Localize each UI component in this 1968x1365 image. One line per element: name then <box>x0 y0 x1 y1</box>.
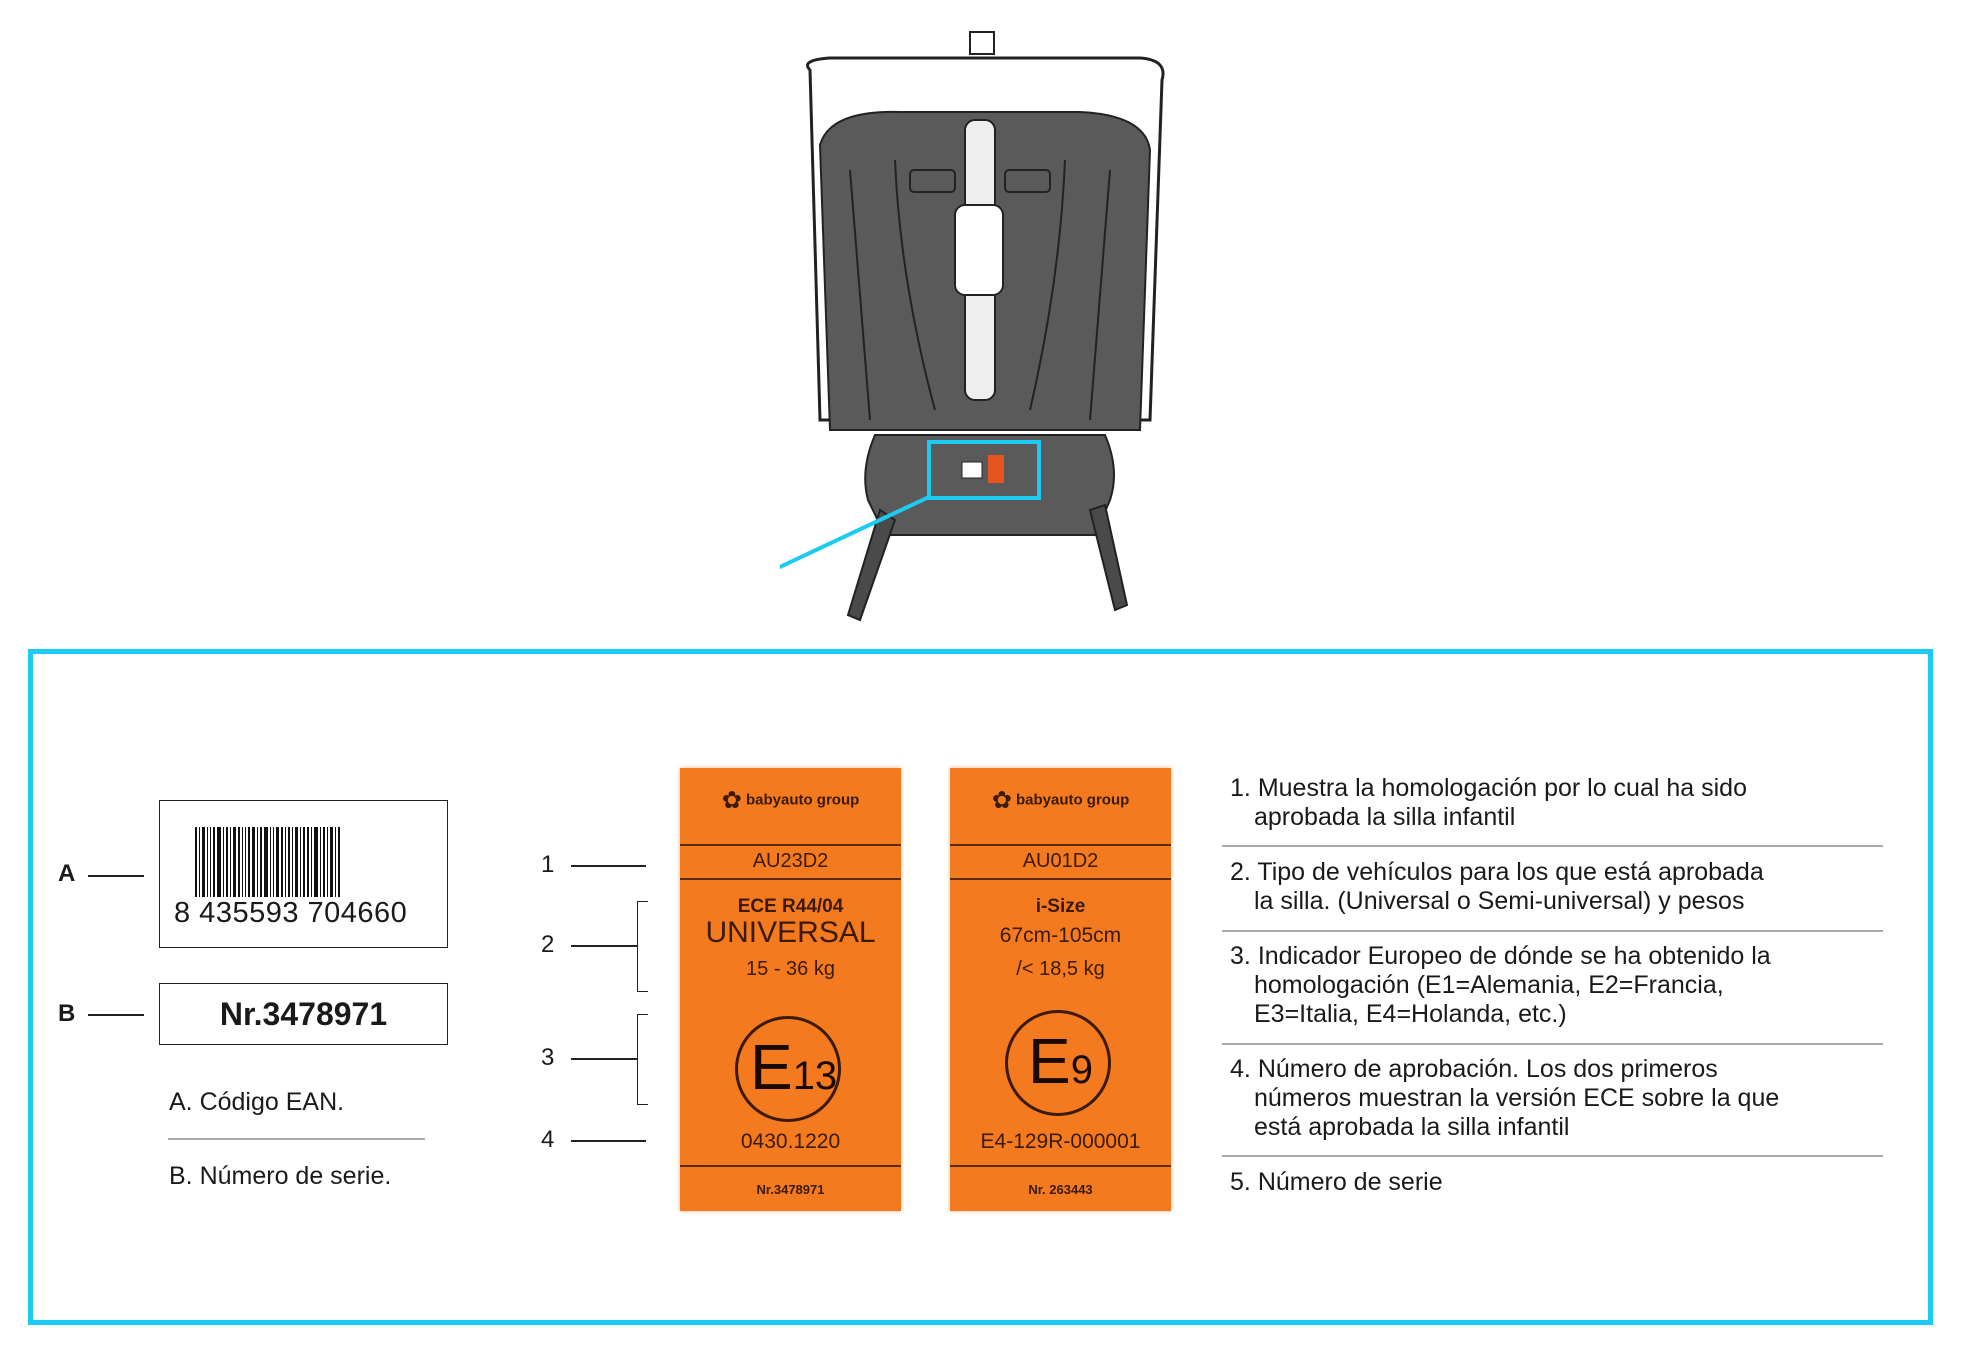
label-serial: Nr. 263443 <box>1028 1182 1093 1197</box>
regulation: i-Size <box>1035 896 1086 917</box>
barcode-bar <box>323 827 325 903</box>
barcode-bar <box>252 827 255 903</box>
explanation-1: 1. Muestra la homologación por lo cual h… <box>1230 774 1747 831</box>
divider <box>1222 930 1883 932</box>
barcode-bar <box>213 827 215 903</box>
barcode-bar <box>276 827 279 903</box>
explanation-5: 5. Número de serie <box>1230 1168 1443 1196</box>
barcode-bar <box>314 827 318 903</box>
barcode-bar <box>257 827 258 903</box>
barcode-bar <box>320 827 321 903</box>
e-mark-circle: E13 <box>735 1016 841 1122</box>
regulation: ECE R44/04 <box>737 896 844 917</box>
leader-line <box>88 1014 144 1016</box>
barcode-bar <box>338 827 340 919</box>
divider <box>168 1138 425 1140</box>
divider <box>1222 1043 1883 1045</box>
callout-2: 2 <box>541 931 555 958</box>
weight-range: /< 18,5 kg <box>1016 958 1105 980</box>
legend-b: B. Número de serie. <box>169 1162 392 1190</box>
bracket <box>637 1014 648 1105</box>
flower-logo-icon: ✿ <box>991 787 1012 814</box>
model-code: AU23D2 <box>752 850 829 872</box>
marker-b: B <box>58 1000 76 1027</box>
barcode-bar <box>248 827 250 903</box>
marker-a: A <box>58 860 76 887</box>
barcode-bar <box>217 827 221 903</box>
barcode-bar <box>242 827 243 903</box>
barcode-bar <box>327 827 328 903</box>
barcode-bar <box>300 827 301 903</box>
country-code: 13 <box>792 1054 838 1098</box>
barcode-bar <box>303 827 305 903</box>
barcode-bars <box>195 827 425 919</box>
leader-line <box>571 945 637 947</box>
barcode-bar <box>260 827 262 903</box>
car-seat-illustration <box>780 31 1165 622</box>
callout-4: 4 <box>541 1126 555 1153</box>
barcode-bar <box>202 827 205 903</box>
legend-a: A. Código EAN. <box>169 1088 345 1116</box>
barcode-bar <box>210 827 211 903</box>
barcode-bar <box>238 827 240 903</box>
leader-line <box>571 865 646 867</box>
homologation-label-isize: ✿ babyauto group AU01D2 i-Size 67cm-105c… <box>950 768 1171 1211</box>
barcode-bar <box>233 827 236 903</box>
barcode-bar <box>311 827 312 903</box>
callout-1: 1 <box>541 851 555 878</box>
barcode-bar <box>281 827 283 903</box>
barcode-bar <box>264 827 268 919</box>
brand-logo: ✿ babyauto group <box>721 787 860 814</box>
barcode-bar <box>307 827 309 903</box>
barcode-bar <box>195 827 197 919</box>
barcode-bar <box>230 827 231 903</box>
approval-number: 0430.1220 <box>740 1130 841 1153</box>
barcode-bar <box>273 827 274 903</box>
model-code: AU01D2 <box>1022 850 1099 872</box>
barcode-box: 8 435593 704660 <box>159 800 448 948</box>
category: 67cm-105cm <box>999 924 1122 947</box>
barcode-bar <box>270 827 271 919</box>
ean-number: 8 435593 704660 <box>172 897 410 930</box>
barcode-bar <box>292 827 293 903</box>
explanation-2: 2. Tipo de vehículos para los que está a… <box>1230 858 1764 915</box>
divider <box>1222 845 1883 847</box>
detail-panel <box>28 649 1933 1325</box>
leader-line <box>571 1140 646 1142</box>
leader-line <box>571 1058 637 1060</box>
barcode-bar <box>288 827 290 903</box>
explanation-3: 3. Indicador Europeo de dónde se ha obte… <box>1230 942 1771 1028</box>
approval-number: E4-129R-000001 <box>980 1130 1141 1153</box>
flower-logo-icon: ✿ <box>721 787 742 814</box>
e-mark-letter: E <box>1028 1025 1071 1097</box>
barcode-bar <box>295 827 298 903</box>
brand-logo: ✿ babyauto group <box>991 787 1130 814</box>
barcode-bar <box>226 827 228 903</box>
barcode-bar <box>223 827 224 903</box>
explanation-4: 4. Número de aprobación. Los dos primero… <box>1230 1055 1780 1141</box>
barcode-bar <box>285 827 286 903</box>
barcode-bar <box>245 827 246 903</box>
leader-line <box>88 875 144 877</box>
weight-range: 15 - 36 kg <box>746 958 835 980</box>
barcode-bar <box>207 827 208 903</box>
barcode-bar <box>330 827 333 903</box>
callout-3: 3 <box>541 1044 555 1071</box>
e-mark-letter: E <box>750 1031 793 1103</box>
label-serial: Nr.3478971 <box>756 1182 825 1197</box>
divider <box>1222 1155 1883 1157</box>
e-mark-circle: E9 <box>1005 1010 1111 1116</box>
barcode-bar <box>335 827 336 919</box>
homologation-label-r44: ✿ babyauto group AU23D2 ECE R44/04 UNIVE… <box>680 768 901 1211</box>
serial-number-box: Nr.3478971 <box>159 983 448 1045</box>
category: UNIVERSAL <box>705 916 876 949</box>
bracket <box>637 901 648 992</box>
barcode-bar <box>199 827 200 919</box>
country-code: 9 <box>1070 1048 1093 1092</box>
